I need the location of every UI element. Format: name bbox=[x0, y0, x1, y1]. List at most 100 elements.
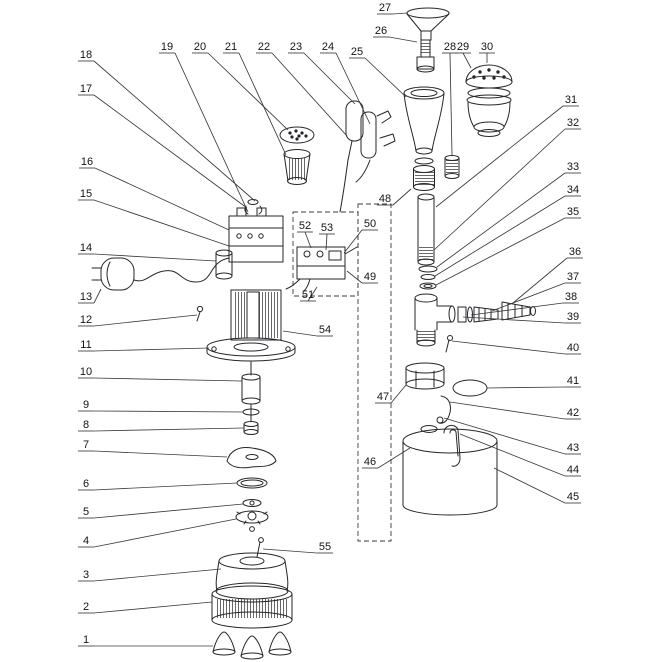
part-number-13: 13 bbox=[80, 291, 92, 303]
part-callout-31: 31 bbox=[435, 94, 579, 208]
part-callout-38: 38 bbox=[470, 291, 579, 316]
venturi-cone-25 bbox=[403, 86, 445, 155]
part-callout-27: 27 bbox=[377, 2, 408, 15]
funnel-27 bbox=[406, 7, 450, 41]
ribbed-cup bbox=[283, 149, 311, 185]
part-number-9: 9 bbox=[83, 399, 89, 411]
part-callout-33: 33 bbox=[436, 161, 581, 268]
part-number-45: 45 bbox=[567, 491, 579, 503]
part-number-5: 5 bbox=[83, 506, 89, 518]
diffuser-head-29-30 bbox=[465, 64, 513, 137]
seal-plate-7 bbox=[226, 447, 277, 469]
part-callout-12: 12 bbox=[78, 314, 198, 327]
hose-barb-36 bbox=[501, 301, 536, 321]
part-number-37: 37 bbox=[567, 271, 579, 283]
part-number-4: 4 bbox=[83, 535, 89, 547]
part-callout-7: 7 bbox=[78, 439, 228, 458]
part-number-12: 12 bbox=[80, 314, 92, 326]
perforated-disc bbox=[279, 126, 315, 144]
part-number-35: 35 bbox=[567, 206, 579, 218]
capacitor bbox=[215, 249, 233, 280]
part-number-17: 17 bbox=[80, 83, 92, 95]
part-number-16: 16 bbox=[81, 156, 93, 168]
part-number-41: 41 bbox=[567, 375, 579, 387]
part-callout-17: 17 bbox=[78, 83, 248, 209]
part-number-31: 31 bbox=[565, 94, 577, 106]
part-callout-8: 8 bbox=[78, 419, 245, 432]
part-callout-50: 50 bbox=[343, 218, 378, 254]
part-callout-9: 9 bbox=[78, 399, 244, 413]
part-number-49: 49 bbox=[364, 271, 376, 283]
part-number-19: 19 bbox=[161, 41, 173, 53]
part-callout-20: 20 bbox=[192, 41, 289, 131]
part-callout-26: 26 bbox=[373, 25, 418, 43]
part-number-2: 2 bbox=[83, 601, 89, 613]
part-number-7: 7 bbox=[83, 439, 89, 451]
part-callout-10: 10 bbox=[78, 366, 243, 382]
part-number-10: 10 bbox=[80, 366, 92, 378]
part-callout-3: 3 bbox=[78, 568, 222, 582]
part-callout-49: 49 bbox=[346, 270, 378, 284]
part-callout-47: 47 bbox=[375, 384, 407, 404]
tee-fitting bbox=[414, 293, 456, 347]
part-callout-18: 18 bbox=[78, 49, 256, 202]
part-number-40: 40 bbox=[567, 342, 579, 354]
o-ring-upper bbox=[414, 157, 434, 165]
part-callout-53: 53 bbox=[319, 222, 335, 251]
part-callout-51: 51 bbox=[300, 286, 318, 302]
part-callout-54: 54 bbox=[282, 324, 333, 337]
part-callout-41: 41 bbox=[486, 375, 581, 389]
part-callout-23: 23 bbox=[288, 41, 356, 105]
part-callout-35: 35 bbox=[435, 206, 581, 286]
pressure-switch bbox=[285, 246, 358, 292]
part-callout-52: 52 bbox=[297, 220, 313, 249]
part-callout-44: 44 bbox=[459, 433, 581, 477]
union-nut-47 bbox=[405, 362, 445, 390]
part-number-43: 43 bbox=[567, 442, 579, 454]
stator bbox=[230, 289, 282, 341]
part-callout-1: 1 bbox=[78, 634, 213, 647]
part-number-1: 1 bbox=[83, 634, 89, 646]
part-callout-19: 19 bbox=[159, 41, 249, 213]
part-callout-24: 24 bbox=[320, 41, 371, 125]
volute-housing bbox=[215, 552, 289, 600]
part-number-38: 38 bbox=[565, 291, 577, 303]
part-number-46: 46 bbox=[364, 456, 376, 468]
strainer-base bbox=[211, 585, 293, 629]
part-number-20: 20 bbox=[194, 41, 206, 53]
reservoir-tank-44-45-46 bbox=[402, 425, 498, 516]
rotor-shaft bbox=[241, 361, 261, 422]
part-number-28: 28 bbox=[444, 41, 456, 53]
part-number-21: 21 bbox=[225, 41, 237, 53]
part-callout-55: 55 bbox=[262, 541, 333, 554]
part-callout-32: 32 bbox=[433, 117, 581, 251]
part-number-18: 18 bbox=[80, 49, 92, 61]
suction-feet bbox=[212, 631, 292, 660]
part-number-6: 6 bbox=[83, 478, 89, 490]
washer-5 bbox=[242, 499, 262, 507]
part-callout-29: 29 bbox=[455, 41, 472, 69]
part-number-53: 53 bbox=[321, 222, 333, 234]
part-callout-46: 46 bbox=[362, 447, 411, 469]
part-callout-22: 22 bbox=[256, 41, 348, 137]
part-number-44: 44 bbox=[567, 464, 579, 476]
part-callout-16: 16 bbox=[79, 156, 230, 231]
part-callout-34: 34 bbox=[434, 184, 581, 277]
part-number-52: 52 bbox=[299, 220, 311, 232]
part-number-36: 36 bbox=[569, 246, 581, 258]
float-switch-parts bbox=[339, 100, 396, 213]
dashed-group-boxes bbox=[292, 203, 392, 542]
gasket-41 bbox=[452, 379, 488, 397]
drawing-ink bbox=[91, 7, 536, 660]
washers-33-34-35 bbox=[418, 265, 438, 290]
tank-inner-tube-44 bbox=[443, 425, 461, 467]
part-number-30: 30 bbox=[481, 41, 493, 53]
part-callout-45: 45 bbox=[493, 467, 581, 504]
part-number-50: 50 bbox=[364, 218, 376, 230]
part-callout-30: 30 bbox=[479, 41, 495, 63]
part-number-22: 22 bbox=[258, 41, 270, 53]
part-number-27: 27 bbox=[379, 2, 391, 14]
part-callout-36: 36 bbox=[512, 246, 583, 304]
part-number-54: 54 bbox=[319, 324, 331, 336]
